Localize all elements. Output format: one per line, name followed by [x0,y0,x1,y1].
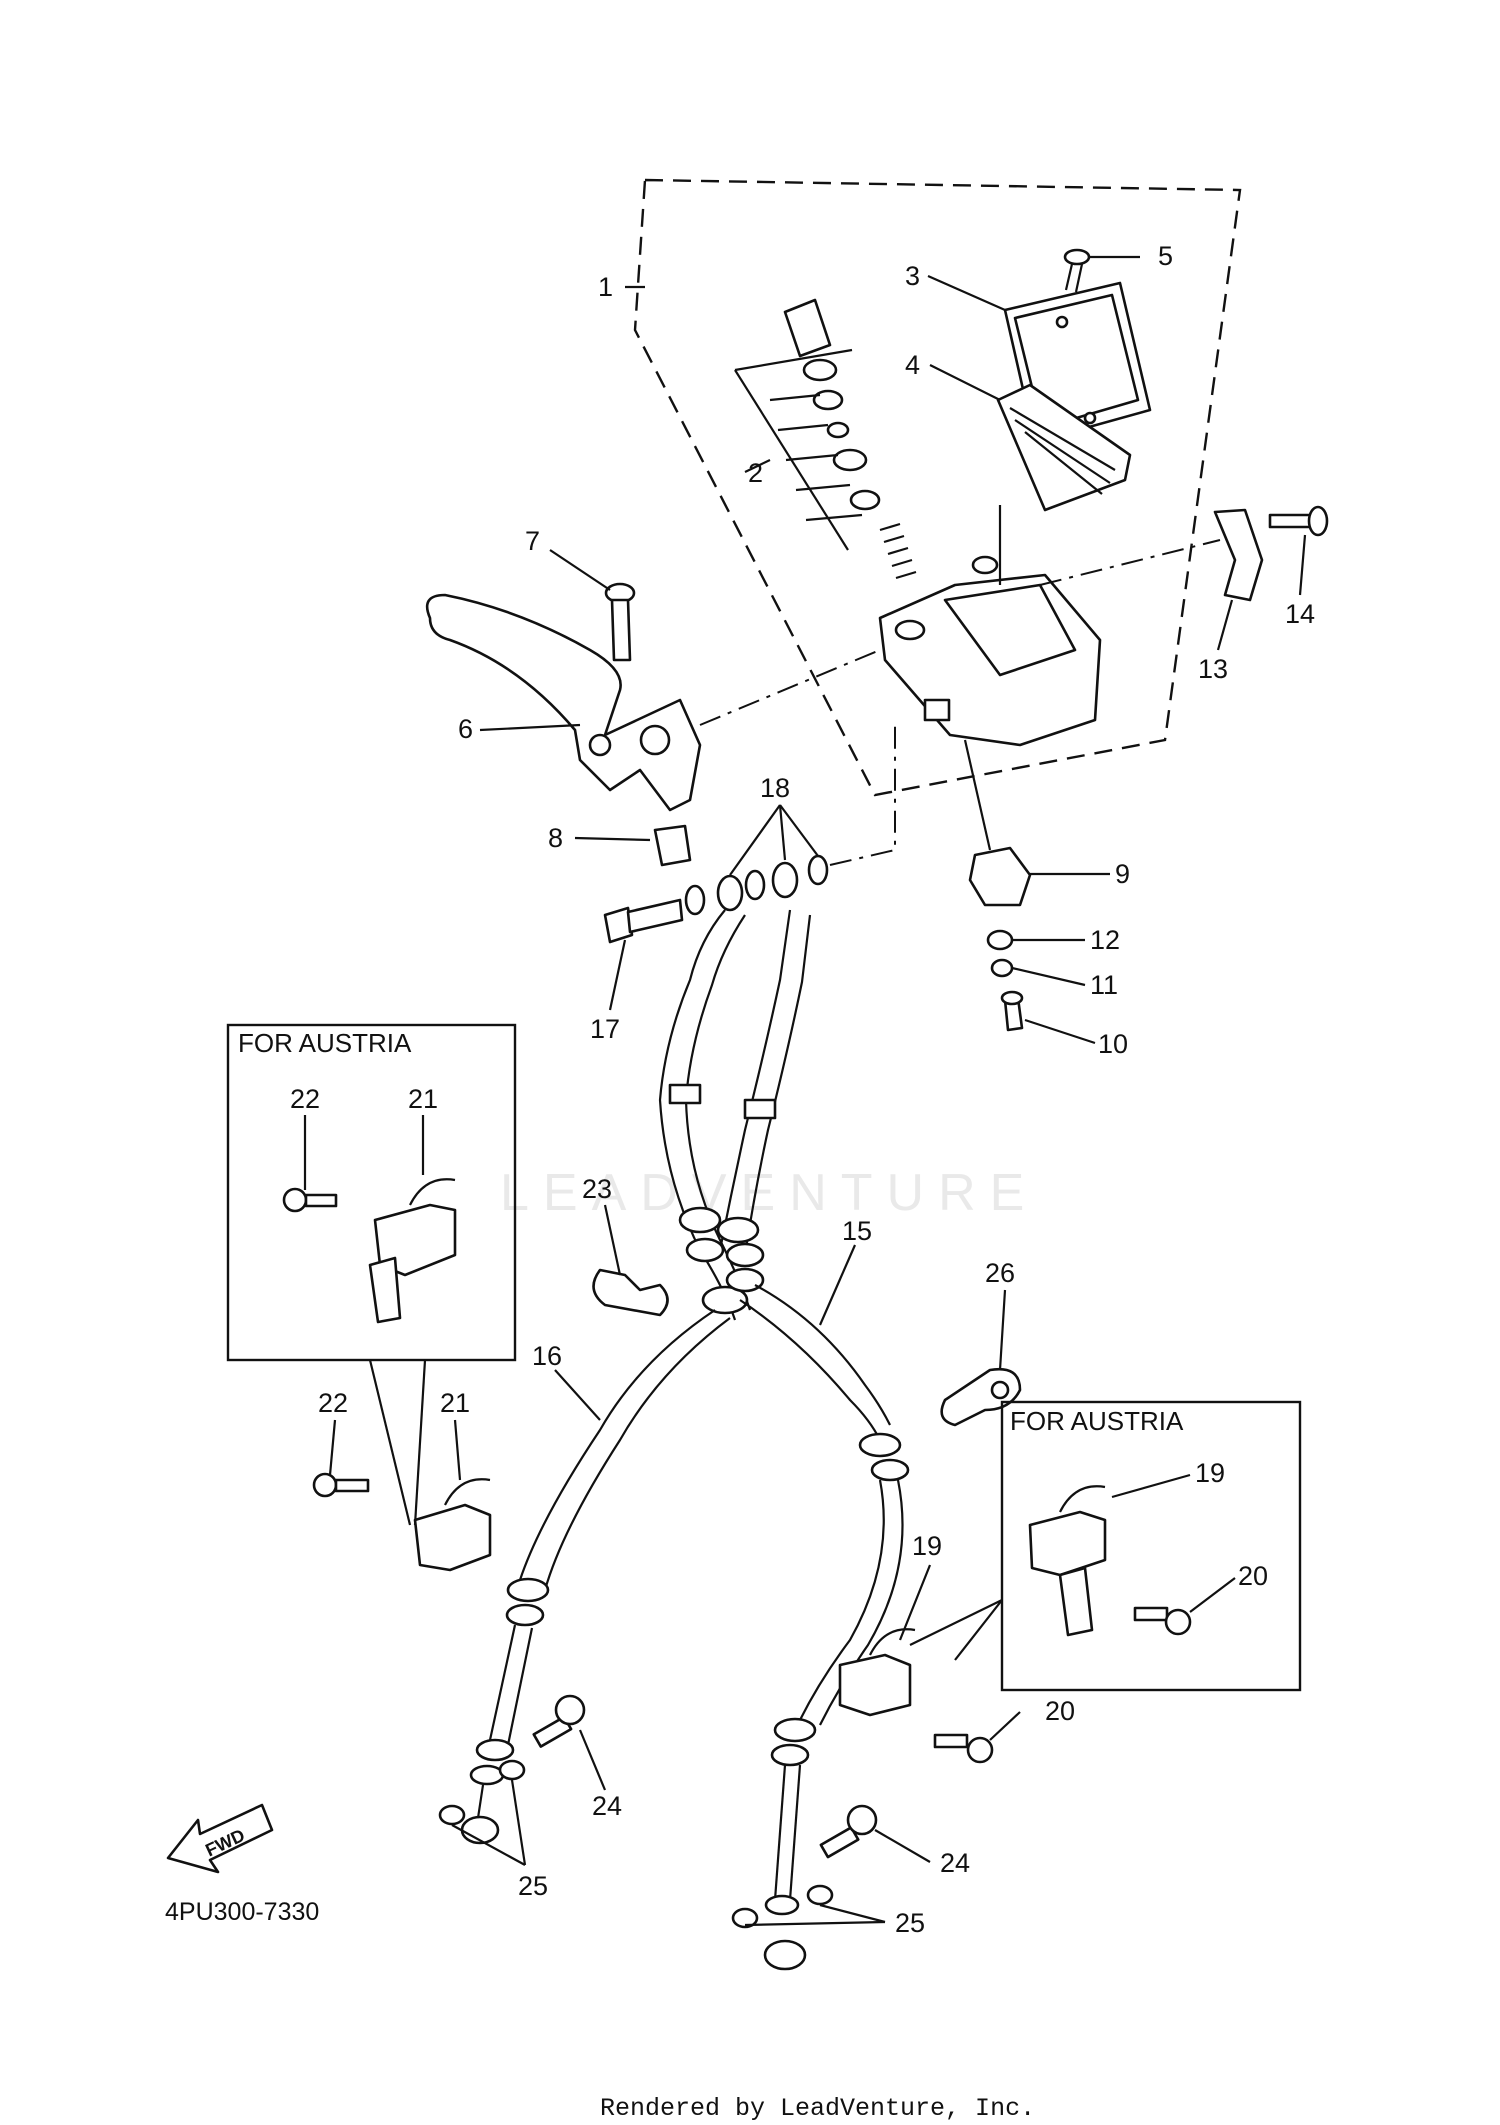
callout-8: 8 [548,823,563,853]
washer-12 [986,929,1014,951]
callout-18: 18 [760,773,790,803]
gaskets-18 [684,725,896,916]
callout-17: 17 [590,1014,620,1044]
washer-25-a [498,1759,526,1781]
callout-24-left: 24 [592,1791,622,1821]
brake-lever-6 [425,593,702,812]
diaphragm-4 [996,383,1132,512]
austria-bracket-21 [368,1178,457,1324]
callout-9: 9 [1115,859,1130,889]
austria-box-left [226,1023,517,1362]
nut-8 [653,824,692,867]
callout-3: 3 [905,261,920,291]
union-bolt-24-left [532,1694,586,1748]
washer-25-d [731,1907,759,1929]
callout-7: 7 [525,526,540,556]
union-bolt-17 [603,898,684,944]
callout-25-right: 25 [895,1908,925,1938]
austria-bolt-20 [1133,1606,1192,1636]
callout-6: 6 [458,714,473,744]
callout-20-outside: 20 [1045,1696,1075,1726]
washer-25-c [806,1884,834,1906]
holder-26 [940,1367,1022,1427]
austria-box-right [1000,1400,1302,1692]
austria-right-label-20: 20 [1238,1561,1268,1591]
callout-24-right: 24 [940,1848,970,1878]
bolt-20 [933,1733,994,1764]
bracket-19 [838,1628,916,1717]
austria-left-label-22: 22 [290,1084,320,1114]
screw-10 [1000,990,1024,1032]
austria-bolt-22 [282,1187,338,1213]
pivot-bolt-7 [604,582,636,662]
callout-19-outside: 19 [912,1531,942,1561]
callout-21-outside: 21 [440,1388,470,1418]
callout-16: 16 [532,1341,562,1371]
callout-26: 26 [985,1258,1015,1288]
callout-23: 23 [582,1174,612,1204]
screw-5 [1063,248,1091,293]
austria-left-label-21: 21 [408,1084,438,1114]
union-bolt-24-right [819,1804,878,1859]
callout-4: 4 [905,350,920,380]
callout-10: 10 [1098,1029,1128,1059]
callout-1: 1 [598,272,613,302]
bolt-14 [1268,505,1329,537]
callout-12: 12 [1090,925,1120,955]
callout-13: 13 [1198,654,1228,684]
washer-25-b [438,1804,466,1826]
brake-hose-assembly [460,909,910,1971]
callout-2: 2 [748,458,763,488]
fwd-arrow-icon: FWD [166,1803,274,1874]
brake-switch-9 [963,739,1032,907]
alignment-line-6 [699,649,881,726]
washer-11 [990,958,1014,978]
callout-11: 11 [1090,970,1118,1000]
austria-box-left-title: FOR AUSTRIA [238,1028,412,1058]
austria-box-right-title: FOR AUSTRIA [1010,1406,1184,1436]
callout-15: 15 [842,1216,872,1246]
callout-5: 5 [1158,241,1173,271]
diagram-code: 4PU300-7330 [165,1898,319,1926]
clip-23 [592,1268,669,1317]
footer-credit: Rendered by LeadVenture, Inc. [600,2094,1035,2123]
bracket-21 [413,1478,492,1572]
clamp-13 [1213,508,1264,602]
piston-kit-2 [734,298,917,580]
austria-bracket-19 [1028,1485,1107,1637]
master-cylinder-body [878,505,1102,747]
bolt-22 [312,1472,370,1498]
callout-22-outside: 22 [318,1388,348,1418]
austria-right-label-19: 19 [1195,1458,1225,1488]
callout-25-left: 25 [518,1871,548,1901]
callout-14: 14 [1285,599,1315,629]
alignment-line-13 [1039,539,1221,586]
master-cylinder-assembly-boundary [633,178,1242,797]
leader-lines [328,255,1307,1927]
watermark: LEADVENTURE [500,1164,1038,1222]
